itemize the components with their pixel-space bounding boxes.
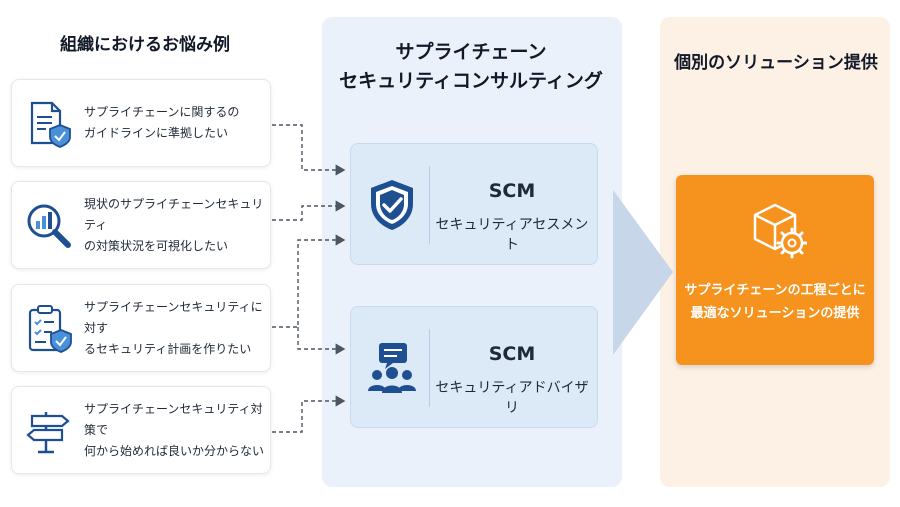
service-name: SCM [488, 343, 536, 365]
consulting-title: サプライチェーン セキュリティコンサルティング [339, 41, 603, 92]
flow-arrow-icon [613, 190, 673, 355]
service-subtitle: セキュリティアドバイザリ [435, 380, 589, 416]
shield-check-icon [371, 180, 413, 230]
solution-text: サプライチェーンの工程ごとに 最適なソリューションの提供 [684, 283, 866, 322]
divider [429, 166, 430, 244]
chat-team-icon [368, 343, 416, 393]
document-shield-icon [30, 101, 71, 148]
service-subtitle: セキュリティアセスメント [435, 217, 589, 253]
concern-card-visualize: 現状のサプライチェーンセキュリティ の対策状況を可視化したい [11, 181, 271, 269]
concerns-title: 組織におけるお悩み例 [60, 35, 230, 55]
signpost-icon [26, 412, 70, 454]
solution-box: サプライチェーンの工程ごとに 最適なソリューションの提供 [676, 175, 874, 365]
concern-text: サプライチェーンセキュリティ対策で 何から始めれば良いか分からない [84, 401, 265, 458]
clipboard-shield-icon [28, 305, 72, 353]
divider [429, 329, 430, 407]
magnifier-chart-icon [27, 204, 71, 248]
solutions-title: 個別のソリューション提供 [674, 53, 878, 73]
concern-card-guideline: サプライチェーンに関するの ガイドラインに準拠したい [11, 79, 271, 167]
service-card-assessment: SCM セキュリティアセスメント [350, 143, 598, 265]
concern-text: サプライチェーンセキュリティに対す るセキュリティ計画を作りたい [84, 299, 263, 356]
concern-card-plan: サプライチェーンセキュリティに対す るセキュリティ計画を作りたい [11, 284, 271, 372]
service-name: SCM [488, 180, 536, 202]
concern-text: サプライチェーンに関するの ガイドラインに準拠したい [84, 105, 240, 140]
concern-text: 現状のサプライチェーンセキュリティ の対策状況を可視化したい [84, 196, 264, 253]
box-gear-icon [753, 203, 807, 259]
service-card-advisory: SCM セキュリティアドバイザリ [350, 306, 598, 428]
concern-card-start: サプライチェーンセキュリティ対策で 何から始めれば良いか分からない [11, 386, 271, 474]
